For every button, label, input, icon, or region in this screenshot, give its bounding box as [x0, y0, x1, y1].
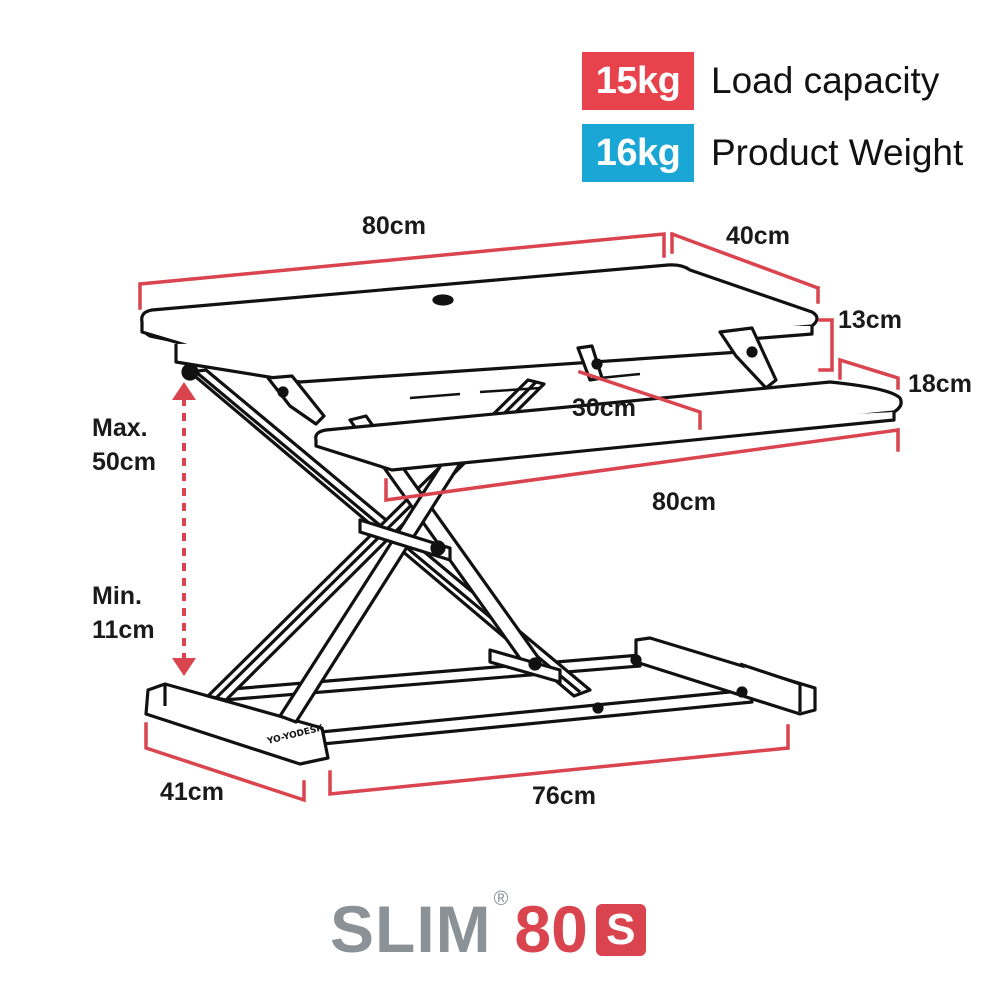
base-depth-dimension-line — [144, 722, 306, 803]
tray-depth-dimension-line — [838, 357, 900, 390]
base-depth-label: 41cm — [160, 778, 224, 806]
min-height-value: 11cm — [92, 616, 155, 644]
registered-mark: ® — [493, 888, 509, 910]
tray-width-label: 80cm — [652, 488, 716, 516]
logo-model-number: 80 — [514, 892, 588, 966]
logo-variant-badge: S — [595, 904, 646, 956]
logo-slim-text: SLIM — [330, 892, 492, 966]
tray-width-dimension-line — [384, 427, 900, 503]
load-capacity-badge: 15kg — [582, 52, 694, 110]
top-width-label: 80cm — [362, 212, 426, 240]
base-width-dimension-line — [328, 724, 790, 796]
top-depth-dimension-line — [669, 231, 821, 304]
max-height-prefix: Max. — [92, 414, 148, 442]
top-depth-label: 40cm — [726, 222, 790, 250]
product-weight-row: 16kg Product Weight — [582, 124, 963, 182]
min-height-prefix: Min. — [92, 582, 142, 610]
max-height-value: 50cm — [92, 448, 156, 476]
tray-inset-dimension-line — [577, 369, 702, 430]
product-logo: SLIM ® 80 S — [330, 888, 646, 966]
tray-gap-label: 13cm — [838, 306, 902, 334]
height-range-arrow — [172, 382, 196, 676]
tray-inset-label: 30cm — [572, 394, 636, 422]
load-capacity-row: 15kg Load capacity — [582, 52, 939, 110]
base-width-label: 76cm — [532, 782, 596, 810]
tray-depth-label: 18cm — [908, 370, 972, 398]
product-weight-label: Product Weight — [711, 132, 964, 173]
desk-line-art — [140, 263, 903, 766]
product-weight-badge: 16kg — [582, 124, 694, 182]
load-capacity-label: Load capacity — [711, 60, 940, 101]
tray-gap-dimension-line — [818, 318, 834, 372]
top-width-dimension-line — [138, 232, 666, 310]
